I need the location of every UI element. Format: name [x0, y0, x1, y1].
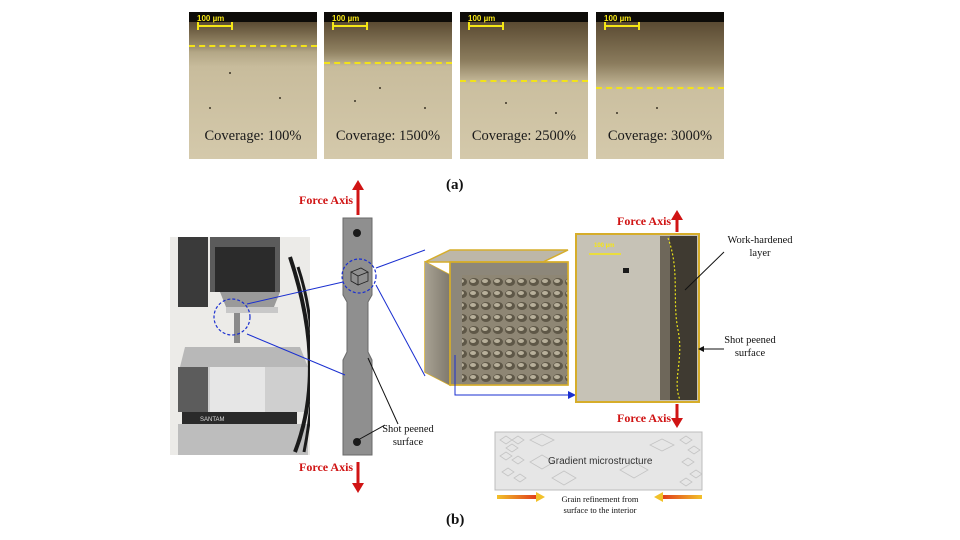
scale-bar [468, 22, 504, 30]
grain-refinement-label: Grain refinement from surface to the int… [561, 494, 639, 515]
scale-bar [332, 22, 368, 30]
scale-bar-label: 100 µm [332, 14, 360, 23]
specimen-zoom-circle [341, 258, 377, 294]
coverage-label: Coverage: 2500% [471, 128, 577, 144]
micrograph-coverage-100: 100 µm Coverage: 100% [189, 12, 317, 159]
panel-a-label: (a) [446, 177, 464, 193]
scale-bar-label: 100 µm [468, 14, 496, 23]
coverage-label: Coverage: 3000% [607, 128, 713, 144]
scale-bar [197, 22, 233, 30]
coverage-label: Coverage: 100% [204, 128, 302, 144]
specimen-shot-peened-label: Shot peened surface [382, 424, 434, 448]
scale-bar-label: 100 µm [197, 14, 225, 23]
surface-label: Shot peened surface [724, 335, 776, 359]
force-axis-label-top-left: Force Axis [299, 193, 354, 207]
gradient-microstructure-label: Gradient microstructure [548, 456, 653, 467]
machine-brand: SANTAM [200, 417, 225, 423]
micrograph-scale-bar-label: 100 µm [594, 243, 615, 249]
dimpled-surface [462, 275, 568, 385]
micrograph-coverage-3000: 100 µm Coverage: 3000% [596, 12, 724, 159]
hardened-boundary [667, 237, 681, 401]
force-axis-label-top-right: Force Axis [617, 214, 672, 228]
dogbone-specimen [342, 217, 373, 456]
micrograph-coverage-1500: 100 µm Coverage: 1500% [324, 12, 452, 159]
force-axis-label-bottom-right: Force Axis [617, 411, 672, 425]
work-hardened-layer-label: Work-hardened layer [727, 235, 793, 259]
gradient-microstructure-box [494, 431, 703, 491]
tensile-machine-photo: SANTAM [170, 237, 310, 455]
force-axis-label-bottom-left: Force Axis [299, 460, 354, 474]
coverage-label: Coverage: 1500% [335, 128, 441, 144]
scale-bar [604, 22, 640, 30]
panel-b-label: (b) [446, 512, 465, 528]
micrograph-coverage-2500: 100 µm Coverage: 2500% [460, 12, 588, 159]
scale-bar-label: 100 µm [604, 14, 632, 23]
